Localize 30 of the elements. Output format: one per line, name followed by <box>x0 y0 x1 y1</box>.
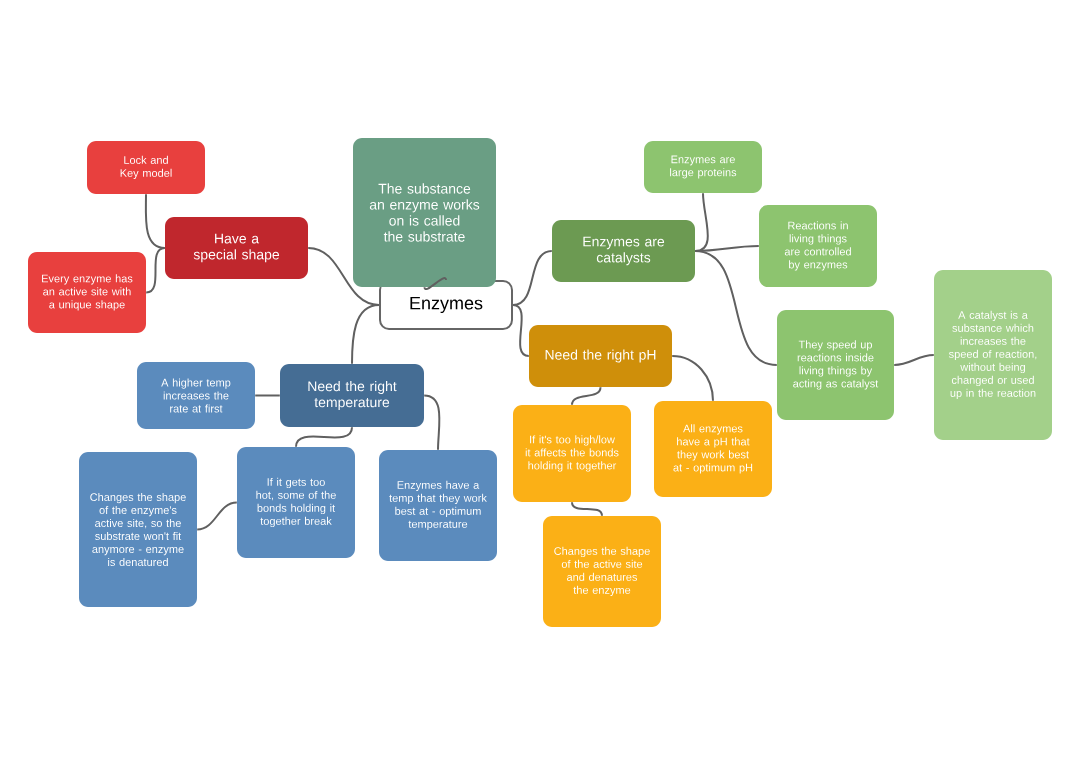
subtopic-box: If it gets too hot, some of the bonds holding it together break <box>237 447 355 558</box>
connector-line <box>423 277 447 291</box>
connector-line <box>893 354 935 366</box>
connector-line <box>254 394 281 397</box>
branch-box: Need the right temperature <box>280 364 424 427</box>
connector-line <box>145 247 166 294</box>
subtopic-box: A catalyst is a substance which increases the speed of reaction, without being changed or used up in the reaction <box>934 270 1052 440</box>
branch-box: Enzymes are catalysts <box>552 220 695 282</box>
branch-box: The substance an enzyme works on is called the substrate <box>353 138 496 287</box>
subtopic-box: Every enzyme has an active site with a unique shape <box>28 252 146 333</box>
subtopic-box: Lock and Key model <box>87 141 205 194</box>
connector-line <box>694 250 778 366</box>
connector-line <box>671 355 714 402</box>
subtopic-box: Reactions in living things are controlled by enzymes <box>759 205 877 287</box>
subtopic-box: Changes the shape of the active site and denatures the enzyme <box>543 516 661 627</box>
subtopic-box: Changes the shape of the enzyme's active site, so the substrate won't fit anymore - enzyme is denatured <box>79 452 197 607</box>
connector-line <box>196 501 238 531</box>
connector-line <box>295 426 353 448</box>
connector-line <box>351 304 380 365</box>
connector-line <box>571 501 603 517</box>
subtopic-box: All enzymes have a pH that they work best at - optimum pH <box>654 401 772 497</box>
branch-box: Have a special shape <box>165 217 308 279</box>
subtopic-box: Enzymes are large proteins <box>644 141 762 193</box>
branch-box: Need the right pH <box>529 325 672 387</box>
subtopic-box: If it's too high/low it affects the bonds holding it together <box>513 405 631 502</box>
subtopic-box: They speed up reactions inside living things by acting as catalyst <box>777 310 894 420</box>
connector-line <box>423 394 441 451</box>
subtopic-box: Enzymes have a temp that they work best at - optimum temperature <box>379 450 497 561</box>
subtopic-box: A higher temp increases the rate at first <box>137 362 255 429</box>
connector-line <box>571 386 602 406</box>
